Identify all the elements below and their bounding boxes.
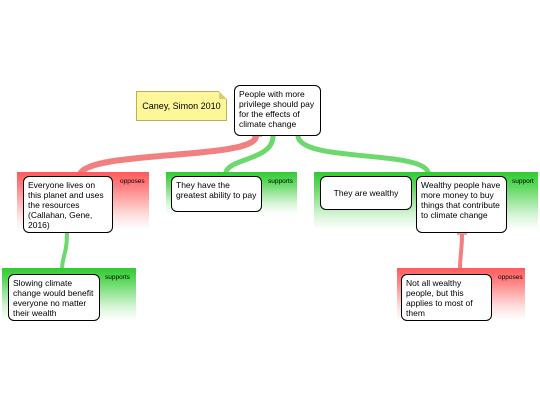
connector-slowing	[60, 231, 69, 271]
main-claim-text: People with more privilege should pay fo…	[239, 89, 315, 129]
reason-card-ability[interactable]: They have the greatest ability to pay	[171, 176, 262, 212]
reason-card-spending[interactable]: Wealthy people have more money to buy th…	[416, 176, 507, 233]
sub-reason-text-slowing: Slowing climate change would benefit eve…	[13, 278, 94, 318]
main-claim[interactable]: People with more privilege should pay fo…	[234, 85, 321, 136]
reason-tag-wealthy: support	[512, 178, 534, 185]
sub-objection-tag: opposes	[498, 274, 523, 281]
reason-text-wealthy: They are wealthy	[333, 188, 399, 198]
connector-not-all	[458, 233, 464, 271]
connector-opposes	[77, 133, 259, 177]
reason-tag-ability: supports	[268, 178, 293, 185]
sub-objection-card[interactable]: Not all wealthy people, but this applies…	[401, 274, 492, 321]
connector-support-group	[295, 133, 431, 175]
sub-reason-tag-slowing: supports	[105, 274, 130, 281]
connector-supports-ability	[223, 133, 276, 175]
source-note-text: Caney, Simon 2010	[142, 101, 221, 111]
sub-reason-card-slowing[interactable]: Slowing climate change would benefit eve…	[8, 274, 100, 321]
reason-text-spending: Wealthy people have more money to buy th…	[421, 180, 501, 220]
reason-text-ability: They have the greatest ability to pay	[176, 180, 257, 200]
objection-text: Everyone lives on this planet and uses t…	[28, 180, 104, 230]
source-note[interactable]: Caney, Simon 2010	[136, 91, 227, 121]
sub-objection-text: Not all wealthy people, but this applies…	[406, 278, 473, 318]
objection-tag: opposes	[120, 178, 145, 185]
reason-card-wealthy[interactable]: They are wealthy	[320, 176, 412, 210]
folded-corner-icon	[219, 91, 227, 99]
objection-card[interactable]: Everyone lives on this planet and uses t…	[23, 176, 113, 233]
